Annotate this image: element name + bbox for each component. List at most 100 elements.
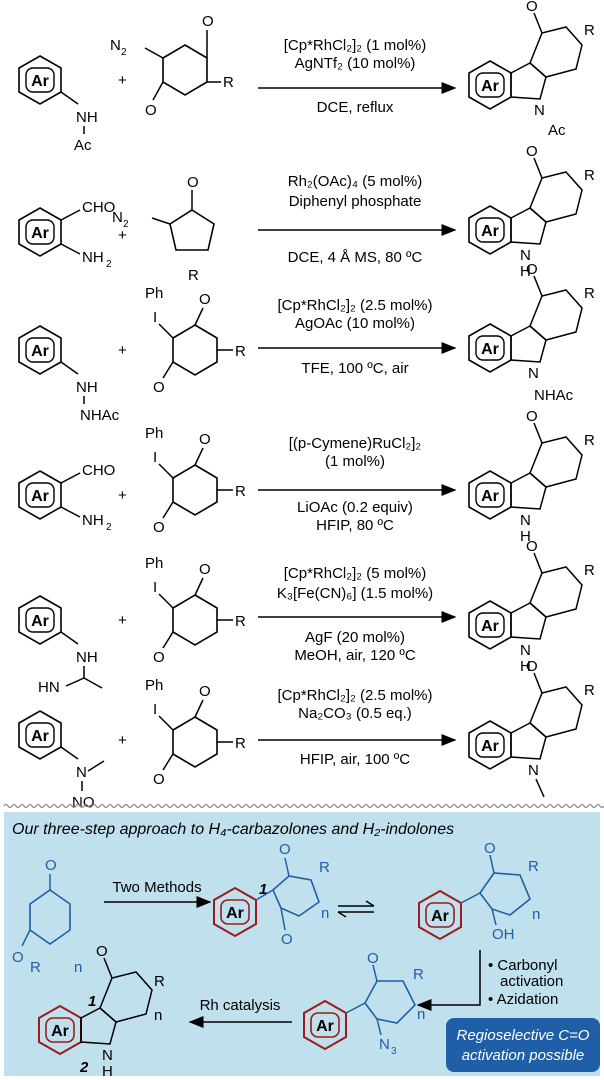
plus-sign: + <box>118 227 127 244</box>
product-nh-carbazolone-3: Ar O R N H <box>468 538 595 675</box>
svg-text:CHO: CHO <box>82 462 115 479</box>
svg-text:AgF (20 mol%): AgF (20 mol%) <box>305 629 405 646</box>
svg-text:2: 2 <box>123 219 129 230</box>
svg-text:R: R <box>235 613 246 630</box>
svg-text:N: N <box>110 37 121 54</box>
svg-text:n: n <box>532 906 540 923</box>
reactant-aminobenzaldehyde-2: Ar CHO NH 2 <box>18 462 115 533</box>
svg-text:NHAc: NHAc <box>534 387 574 404</box>
svg-text:AgNTf₂ (10 mol%): AgNTf₂ (10 mol%) <box>295 55 416 72</box>
svg-text:NHAc: NHAc <box>80 407 120 424</box>
svg-text:Ac: Ac <box>548 122 566 139</box>
svg-text:HFIP, air, 100 ºC: HFIP, air, 100 ºC <box>300 751 410 768</box>
svg-text:R: R <box>584 562 595 579</box>
badge-line-1: Regioselective C=O <box>457 1027 590 1044</box>
svg-text:R: R <box>319 859 330 876</box>
reaction-5: Ar NH HN + O O I Ph R [Cp*RhCl₂]₂ (5 mol… <box>18 538 595 696</box>
svg-text:N: N <box>102 1047 113 1064</box>
reaction-2: Ar CHO NH 2 + O N 2 R Rh₂(OAc)₄ (5 mol%)… <box>18 143 595 284</box>
step2-label-2: activation <box>500 973 563 990</box>
svg-text:H: H <box>520 263 531 280</box>
svg-text:Ar: Ar <box>31 488 49 505</box>
product-carbazolone: Ar O R N Ac <box>468 0 595 139</box>
svg-text:R: R <box>584 167 595 184</box>
svg-text:R: R <box>188 267 199 284</box>
svg-text:Na₂CO₃ (0.5 eq.): Na₂CO₃ (0.5 eq.) <box>298 705 412 722</box>
step2-arrow <box>416 950 481 1011</box>
svg-text:CHO: CHO <box>82 199 115 216</box>
reactant-nitrosamine: Ar N NO <box>18 710 105 811</box>
svg-text:NH: NH <box>82 512 104 529</box>
svg-text:Ac: Ac <box>74 137 92 154</box>
svg-text:DCE, 4 Å MS, 80 ºC: DCE, 4 Å MS, 80 ºC <box>288 249 423 266</box>
svg-text:R: R <box>223 74 234 91</box>
svg-text:N: N <box>112 209 123 226</box>
svg-text:I: I <box>153 701 157 718</box>
svg-text:O: O <box>526 143 538 160</box>
svg-text:N: N <box>534 102 545 119</box>
svg-text:Ar: Ar <box>51 1023 69 1040</box>
svg-text:Ar: Ar <box>481 341 499 358</box>
svg-text:[Cp*RhCl₂]₂ (1 mol%): [Cp*RhCl₂]₂ (1 mol%) <box>284 37 427 54</box>
svg-text:Rh₂(OAc)₄ (5 mol%): Rh₂(OAc)₄ (5 mol%) <box>288 173 422 190</box>
svg-text:N: N <box>528 365 539 382</box>
svg-text:Ar: Ar <box>481 223 499 240</box>
plus-sign: + <box>118 612 127 629</box>
svg-text:O: O <box>153 649 165 666</box>
svg-text:R: R <box>584 432 595 449</box>
step2-label-1: • Carbonyl <box>488 957 557 974</box>
svg-text:Ar: Ar <box>431 908 449 925</box>
svg-text:NO: NO <box>72 794 95 811</box>
step2-label-3: • Azidation <box>488 991 558 1008</box>
reactant-iodonium-ylide: O O I Ph R <box>145 285 246 396</box>
step3-label: Rh catalysis <box>200 997 281 1014</box>
svg-text:Ar: Ar <box>31 613 49 630</box>
svg-text:Ar: Ar <box>481 618 499 635</box>
carbon-label-1: 1 <box>259 881 267 898</box>
svg-text:O: O <box>145 102 157 119</box>
svg-text:HN: HN <box>38 679 60 696</box>
svg-text:Ar: Ar <box>481 738 499 755</box>
reaction-6: Ar N NO + O O I Ph R [Cp*RhCl₂]₂ (2.5 mo… <box>18 658 595 811</box>
reactant-iodonium-ylide-4: O O I Ph R <box>145 677 246 788</box>
svg-text:R: R <box>584 22 595 39</box>
svg-text:O: O <box>96 943 108 960</box>
svg-text:Ph: Ph <box>145 555 163 572</box>
svg-text:O: O <box>367 950 379 967</box>
approach-title: Our three-step approach to H₄-carbazolon… <box>12 821 454 838</box>
svg-text:R: R <box>30 959 41 976</box>
svg-text:Ar: Ar <box>226 905 244 922</box>
svg-text:N: N <box>379 1036 390 1053</box>
svg-text:n: n <box>154 1007 162 1024</box>
plus-sign: + <box>118 487 127 504</box>
svg-text:O: O <box>202 13 214 30</box>
svg-text:[(p-Cymene)RuCl₂]₂: [(p-Cymene)RuCl₂]₂ <box>289 435 422 452</box>
reactant-hydrazide: Ar NH NHAc <box>18 325 120 424</box>
svg-text:R: R <box>584 682 595 699</box>
svg-text:O: O <box>526 408 538 425</box>
svg-text:2: 2 <box>106 522 112 533</box>
svg-text:Ar: Ar <box>31 728 49 745</box>
svg-text:R: R <box>235 483 246 500</box>
position-label-1: 1 <box>88 993 96 1010</box>
svg-text:HFIP, 80 ºC: HFIP, 80 ºC <box>316 517 394 534</box>
svg-text:I: I <box>153 309 157 326</box>
reactant-iodonium-ylide-3: O O I Ph R <box>145 555 246 666</box>
svg-text:Ph: Ph <box>145 425 163 442</box>
svg-text:[Cp*RhCl₂]₂ (2.5 mol%): [Cp*RhCl₂]₂ (2.5 mol%) <box>277 297 432 314</box>
vinyl-azide: Ar O N 3 R n <box>303 950 425 1057</box>
approach-panel: Our three-step approach to H₄-carbazolon… <box>4 812 600 1080</box>
badge-line-2: activation possible <box>462 1047 585 1064</box>
svg-text:O: O <box>281 931 293 948</box>
svg-text:NH: NH <box>76 379 98 396</box>
svg-text:O: O <box>279 841 291 858</box>
reactant-aminobenzaldehyde: Ar CHO NH 2 <box>18 199 115 270</box>
reaction-1: Ar NH Ac + O O N 2 R [Cp*RhCl₂]₂ (1 mol%… <box>18 0 595 154</box>
reactant-amidine: Ar NH HN <box>18 595 103 696</box>
svg-text:Ph: Ph <box>145 677 163 694</box>
start-cyclic-dione: O O R n <box>12 857 82 976</box>
svg-text:I: I <box>153 449 157 466</box>
svg-text:R: R <box>413 966 424 983</box>
svg-text:H: H <box>102 1063 113 1080</box>
